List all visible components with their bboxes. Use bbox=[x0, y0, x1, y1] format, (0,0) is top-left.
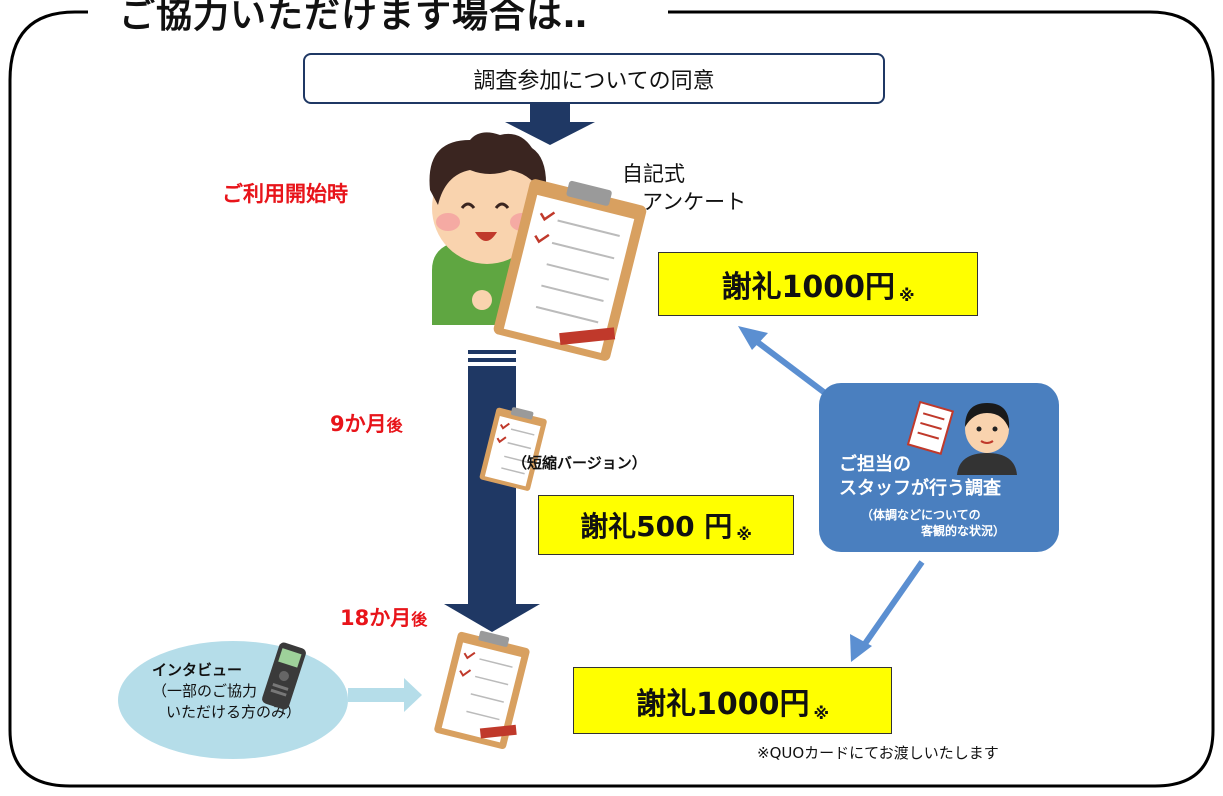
month9-time-value: 9か月 bbox=[330, 412, 387, 436]
timeline-arrow bbox=[444, 350, 540, 632]
reward-start-mark: ※ bbox=[898, 286, 915, 305]
reward-18m-label: 謝礼1000円 bbox=[635, 686, 810, 722]
reward-18m-mark: ※ bbox=[813, 704, 830, 723]
reward-start: 謝礼1000円 ※ bbox=[658, 252, 978, 316]
reward-9m-label: 謝礼500 円 bbox=[580, 510, 733, 543]
reward-18m: 謝礼1000円 ※ bbox=[573, 667, 892, 734]
month18-time-value: 18か月 bbox=[340, 606, 412, 630]
survey-label: 自記式 アンケート bbox=[622, 160, 746, 216]
interview-line1: （一部のご協力 bbox=[152, 682, 258, 700]
staff-subtitle-line1: （体調などについての bbox=[861, 508, 981, 522]
month18-time-suffix: 後 bbox=[411, 610, 428, 629]
footnote: ※QUOカードにてお渡しいたします bbox=[757, 744, 999, 762]
month9-time-suffix: 後 bbox=[386, 416, 403, 435]
month9-time-label: 9か月後 bbox=[330, 408, 403, 438]
interview-arrow bbox=[348, 678, 422, 712]
start-time-label: ご利用開始時 bbox=[222, 182, 348, 206]
survey-label-line2: アンケート bbox=[642, 190, 747, 214]
reward-9m-mark: ※ bbox=[736, 525, 752, 544]
month18-time-label: 18か月後 bbox=[340, 602, 427, 632]
reward-9m: 謝礼500 円 ※ bbox=[538, 495, 794, 555]
staff-subtitle-line2: 客観的な状況） bbox=[921, 524, 1006, 538]
staff-illustration bbox=[907, 400, 1017, 475]
page-title: ご協力いただけます場合は‥ bbox=[105, 0, 603, 38]
consent-down-arrow bbox=[505, 100, 595, 145]
staff-to-start-arrow bbox=[738, 326, 827, 396]
survey-label-line1: 自記式 bbox=[622, 162, 685, 186]
staff-subtitle: （体調などについての 客観的な状況） bbox=[861, 507, 1005, 539]
reward-start-label: 謝礼1000円 bbox=[721, 270, 895, 305]
clipboard-18m-illustration bbox=[434, 630, 530, 750]
interview-title: インタビュー bbox=[152, 661, 243, 679]
consent-label: 調査参加についての同意 bbox=[473, 68, 715, 94]
interview-text: インタビュー （一部のご協力 いただける方のみ） bbox=[152, 660, 301, 723]
staff-title-line1: ご担当の bbox=[839, 454, 911, 475]
interview-line2: いただける方のみ） bbox=[166, 703, 302, 721]
staff-title: ご担当の スタッフが行う調査 bbox=[839, 453, 1001, 501]
voice-recorder-icon bbox=[262, 642, 306, 710]
clipboard-large-illustration bbox=[493, 179, 647, 361]
consent-box: 調査参加についての同意 bbox=[303, 53, 885, 104]
clipboard-9m-illustration bbox=[479, 407, 547, 491]
staff-to-18m-arrow bbox=[850, 560, 925, 662]
outer-frame bbox=[8, 10, 1215, 788]
staff-survey-box: ご担当の スタッフが行う調査 （体調などについての 客観的な状況） bbox=[819, 383, 1059, 552]
month9-note: （短縮バージョン） bbox=[512, 454, 647, 472]
staff-title-line2: スタッフが行う調査 bbox=[839, 478, 1001, 499]
interview-ellipse bbox=[118, 641, 348, 759]
staff-clipboard-icon bbox=[907, 400, 955, 455]
staff-person-icon bbox=[957, 403, 1017, 475]
